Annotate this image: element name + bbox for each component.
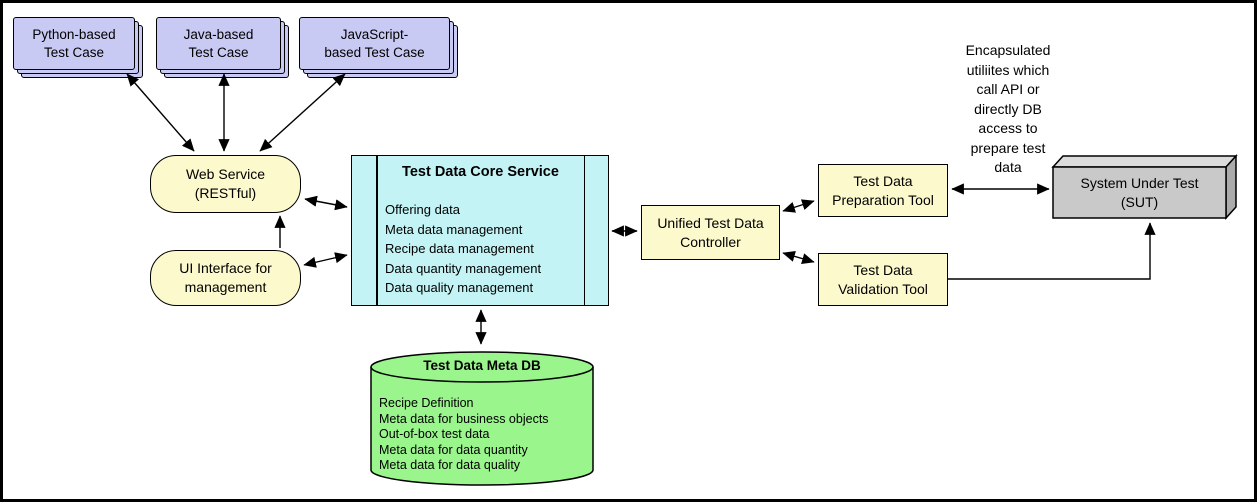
node-label: Java-based Test Case — [156, 17, 281, 70]
core-service-title: Test Data Core Service — [402, 164, 559, 180]
node-test-data-core-service: Test Data Core Service Offering data Met… — [351, 155, 609, 306]
list-item: Data quantity management — [385, 260, 542, 276]
node-label: Python-based Test Case — [13, 17, 135, 70]
list-item: Meta data management — [385, 221, 523, 237]
arrow-python-webservice — [126, 73, 195, 152]
subprocess-line — [583, 156, 585, 305]
list-item: Meta data for data quantity — [379, 442, 528, 457]
list-item: Meta data for business objects — [379, 411, 549, 426]
meta-db-list: Recipe Definition Meta data for business… — [379, 396, 549, 474]
list-item: Out-of-box test data — [379, 427, 490, 441]
node-web-service: Web Service (RESTful) — [150, 155, 301, 213]
node-label: JavaScript- based Test Case — [299, 17, 450, 70]
list-item: Recipe data management — [385, 241, 534, 256]
arrow-javascript-webservice — [259, 73, 346, 152]
node-python-test-case: Python-based Test Case — [13, 17, 143, 78]
arrow-ui-core — [303, 252, 348, 268]
arrow-webservice-core — [304, 195, 348, 211]
list-item: Recipe Definition — [379, 396, 474, 410]
node-ui-interface: UI Interface for management — [150, 250, 301, 306]
subprocess-line — [376, 156, 378, 305]
list-item: Offering data — [385, 202, 460, 217]
arrow-controller-validation — [782, 250, 815, 265]
node-unified-controller: Unified Test Data Controller — [641, 205, 780, 260]
arrow-validation-sut — [948, 222, 1156, 280]
list-item: Meta data for data quality — [379, 458, 521, 472]
node-javascript-test-case: JavaScript- based Test Case — [299, 17, 458, 78]
node-preparation-tool: Test Data Preparation Tool — [818, 164, 948, 217]
annotation-text: Encapsulated utiliites which call API or… — [965, 42, 1051, 175]
list-item: Data quality management — [385, 280, 534, 295]
meta-db-title: Test Data Meta DB — [423, 358, 541, 373]
arrow-controller-preparation — [782, 199, 815, 213]
node-java-test-case: Java-based Test Case — [156, 17, 289, 78]
core-service-list: Offering data Meta data management Recip… — [385, 200, 541, 298]
node-validation-tool: Test Data Validation Tool — [818, 253, 948, 306]
sut-label: System Under Test (SUT) — [1080, 175, 1199, 210]
